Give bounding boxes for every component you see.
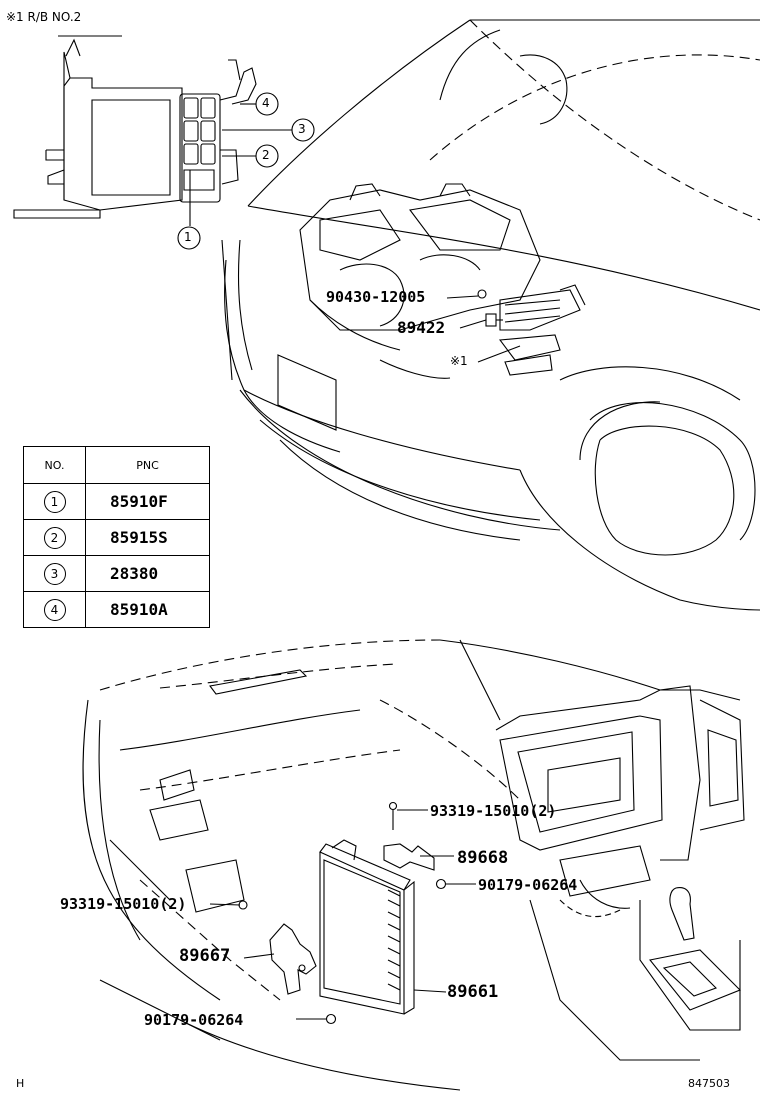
- part-label-89661: 89661: [447, 982, 499, 1002]
- pnc-header-pnc: PNC: [85, 446, 210, 484]
- pnc-table: NO. PNC 1 85910F 2 85915S 3 28380 4 8591…: [23, 446, 210, 628]
- callout-3: 3: [298, 122, 306, 136]
- callout-2: 2: [262, 148, 270, 162]
- cabin-leaders: [209, 809, 476, 1020]
- diagram-number: 847503: [688, 1077, 730, 1090]
- engine-bay-leaders: [446, 295, 521, 363]
- callout-1: 1: [184, 230, 192, 244]
- part-label-89667: 89667: [179, 946, 231, 966]
- rb-reference-pointer: ※1: [450, 354, 468, 368]
- row-pnc: 85910A: [85, 591, 210, 628]
- row-number: 4: [43, 598, 66, 621]
- part-label-93319-left: 93319-15010(2): [60, 895, 187, 913]
- part-label-93319-top: 93319-15010(2): [430, 802, 557, 820]
- row-number: 2: [43, 526, 66, 549]
- part-label-90430-12005: 90430-12005: [326, 288, 426, 306]
- pnc-header-no: NO.: [23, 446, 86, 484]
- cabin-illustration: [82, 639, 745, 1091]
- part-label-89668: 89668: [457, 848, 509, 868]
- table-row: 4 85910A: [23, 591, 210, 628]
- row-number: 3: [43, 562, 66, 585]
- relay-block-illustration: [13, 35, 257, 219]
- rb-reference-label: ※1 R/B NO.2: [6, 10, 82, 24]
- table-row: 3 28380: [23, 555, 210, 592]
- pnc-table-header: NO. PNC: [23, 446, 210, 484]
- table-row: 2 85915S: [23, 519, 210, 556]
- part-label-90179-left: 90179-06264: [144, 1011, 244, 1029]
- footer-left-code: H: [16, 1077, 25, 1090]
- table-row: 1 85910F: [23, 483, 210, 520]
- row-pnc: 85910F: [85, 483, 210, 520]
- relay-leaders: [177, 92, 315, 250]
- row-number: 1: [43, 490, 66, 513]
- callout-4: 4: [262, 96, 270, 110]
- row-pnc: 85915S: [85, 519, 210, 556]
- row-pnc: 28380: [85, 555, 210, 592]
- part-label-90179-right: 90179-06264: [478, 876, 578, 894]
- part-label-89422: 89422: [397, 318, 446, 337]
- engine-bay-illustration: [221, 19, 760, 611]
